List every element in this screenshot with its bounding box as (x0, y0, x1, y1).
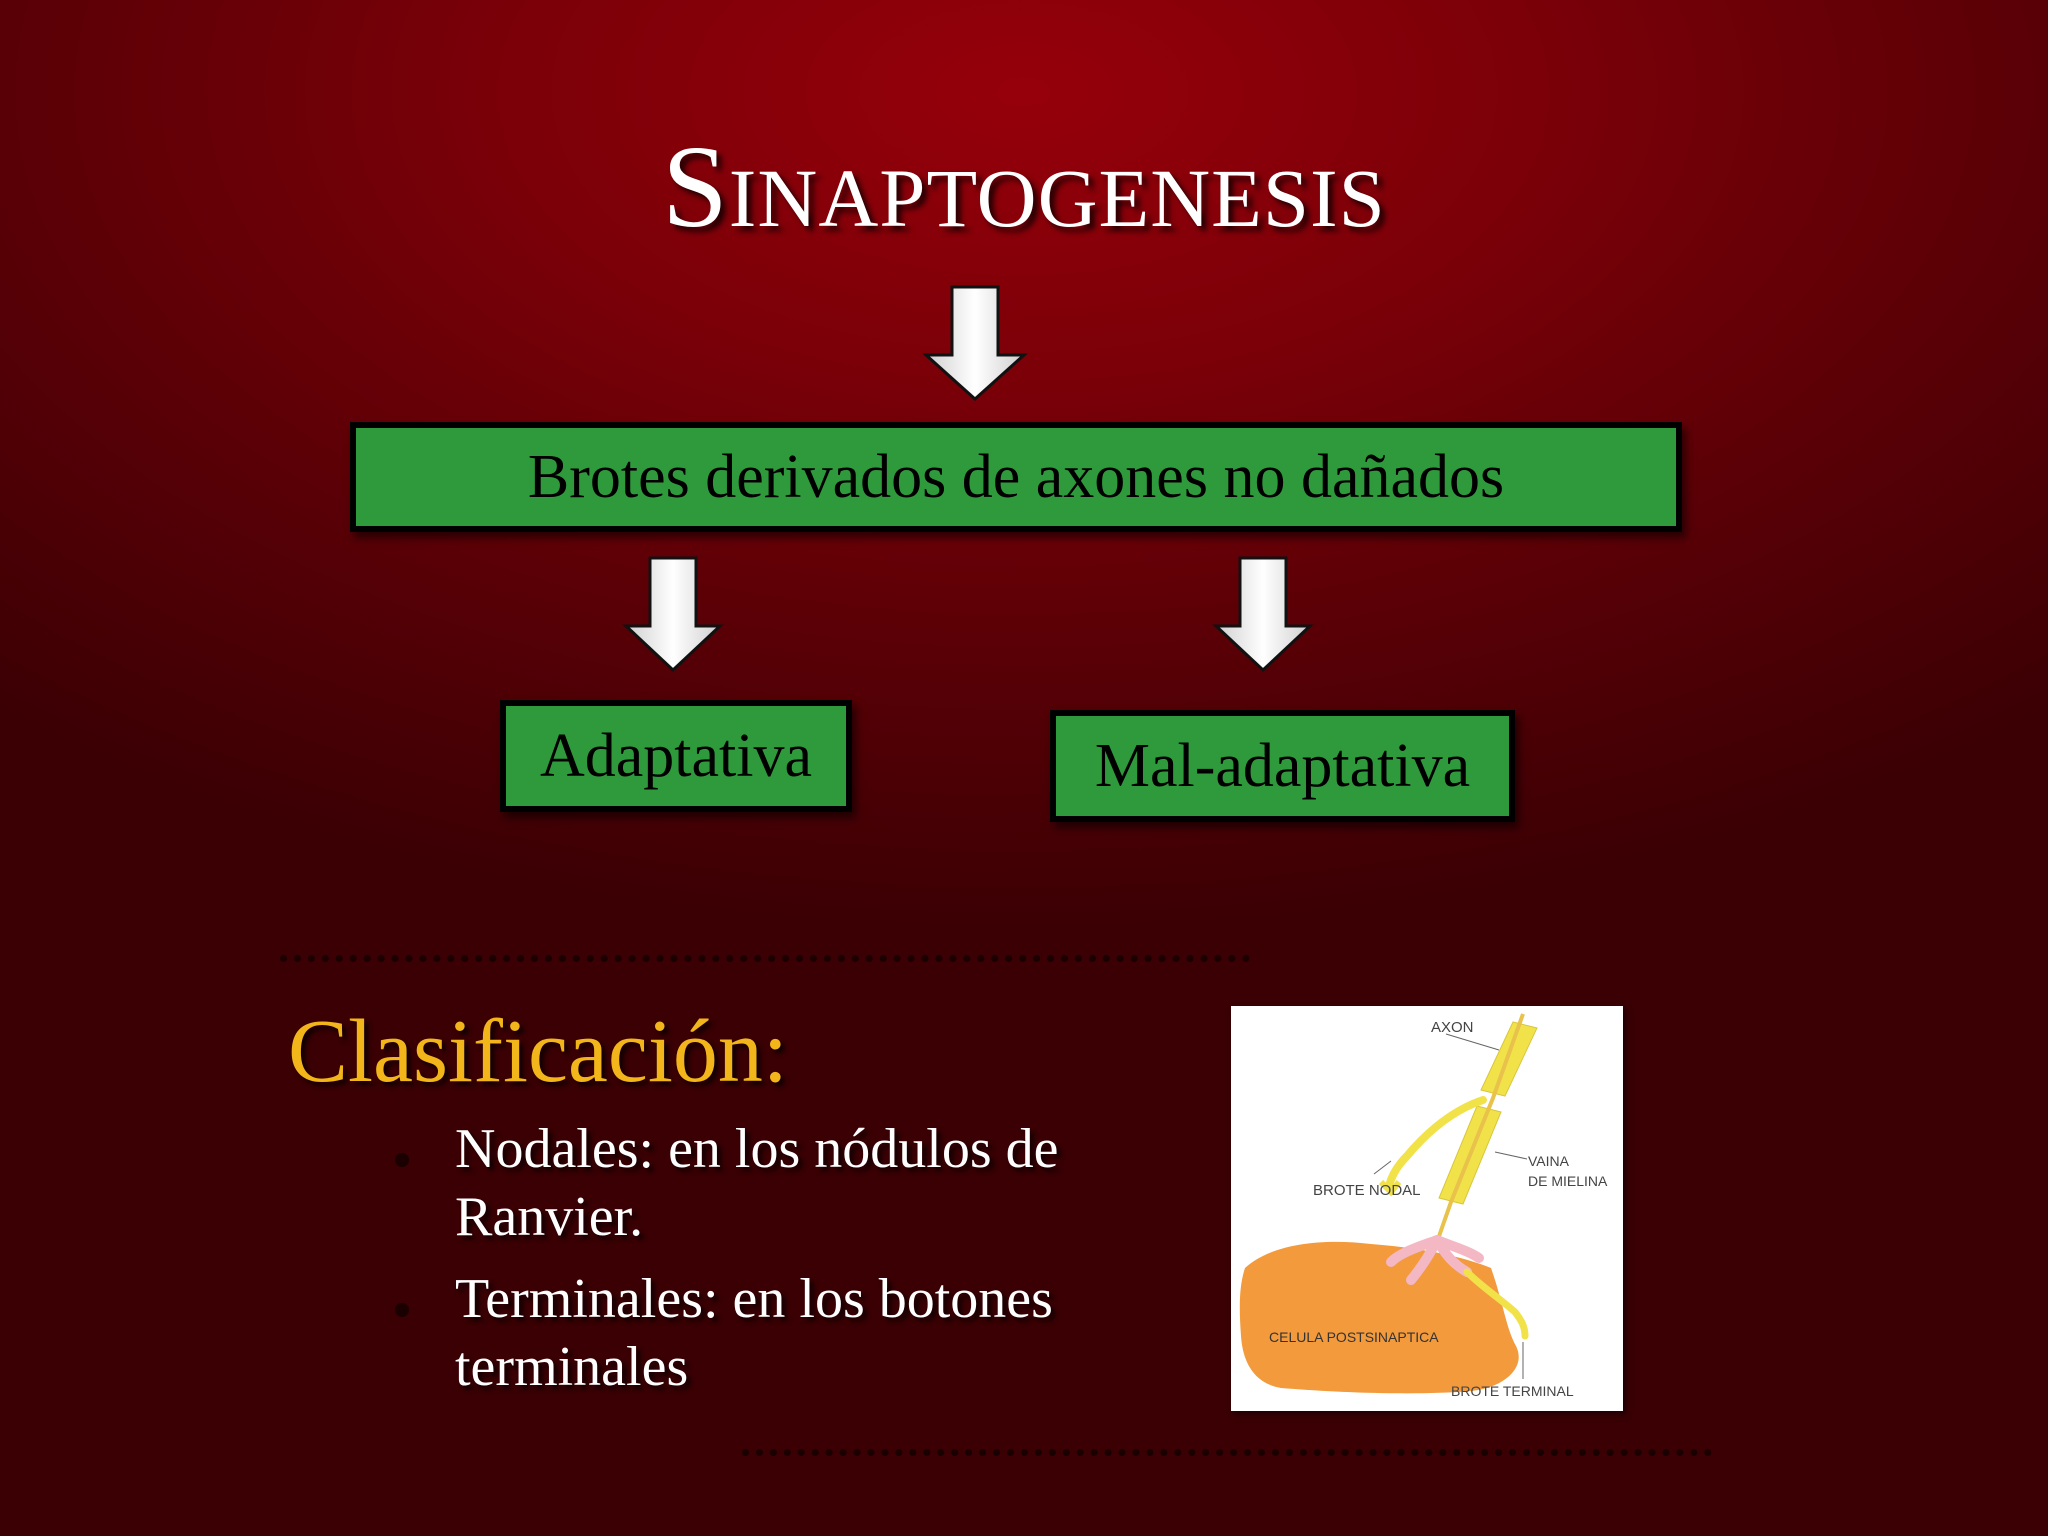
postsynaptic-cell (1239, 1241, 1519, 1394)
nodal-sprout (1385, 1096, 1487, 1190)
sprouts-box: Brotes derivados de axones no dañados (350, 422, 1682, 532)
terminal-sprout (1463, 1268, 1529, 1340)
classification-list: Nodales: en los nódulos de Ranvier. Term… (395, 1115, 1115, 1415)
bullet-dot-icon (395, 1303, 409, 1317)
bullet-line: Terminales: en los botones (455, 1268, 1053, 1330)
bullet-line: Ranvier. (455, 1186, 644, 1248)
list-item: Nodales: en los nódulos de Ranvier. (395, 1115, 1115, 1251)
classification-heading: Clasificación: (288, 1002, 788, 1101)
bullet-dot-icon (395, 1153, 409, 1167)
bullet-line: terminales (455, 1336, 689, 1398)
dotted-divider (280, 955, 1250, 962)
label-vaina-2: DE MIELINA (1528, 1173, 1608, 1189)
label-vaina-1: VAINA (1528, 1153, 1570, 1169)
slide-title: Sinaptogenesis (662, 121, 1386, 252)
list-item: Terminales: en los botones terminales (395, 1265, 1115, 1401)
down-arrow-icon (922, 285, 1028, 402)
label-brote-terminal: BROTE TERMINAL (1451, 1383, 1574, 1399)
label-axon: AXON (1431, 1019, 1474, 1036)
down-arrow-icon (1212, 556, 1314, 673)
terminal-branches (1386, 1235, 1484, 1285)
maladaptive-box: Mal-adaptativa (1050, 710, 1515, 822)
bullet-line: Nodales: en los nódulos de (455, 1118, 1059, 1180)
adaptive-box: Adaptativa (500, 700, 852, 812)
label-brote-nodal: BROTE NODAL (1313, 1182, 1421, 1199)
label-celula: CELULA POSTSINAPTICA (1269, 1329, 1439, 1345)
down-arrow-icon (622, 556, 724, 673)
synapse-illustration: AXON VAINA DE MIELINA BROTE NODAL CELULA… (1231, 1006, 1623, 1411)
dotted-divider (742, 1449, 1712, 1456)
